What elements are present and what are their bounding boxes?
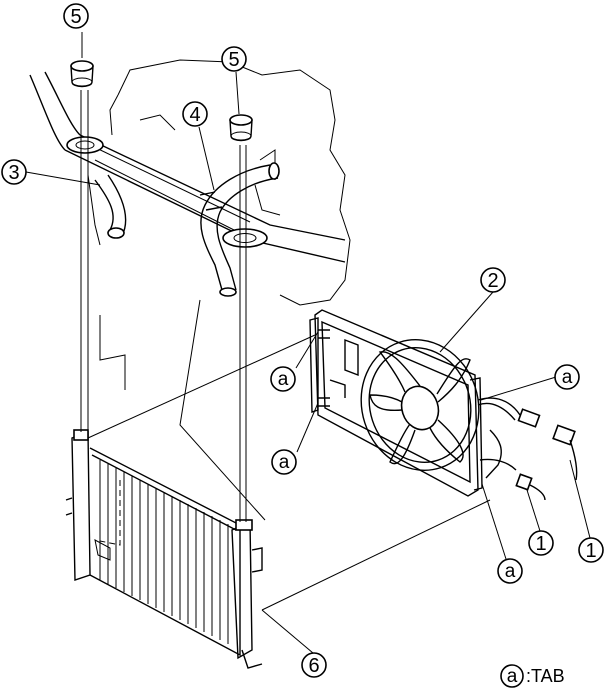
legend-text: :TAB <box>526 666 565 686</box>
tab-callout-upper-left-label: a <box>278 369 289 390</box>
legend: a :TAB <box>500 664 565 688</box>
tab-callout-lower-left: a <box>271 449 297 475</box>
callout-5-right: 5 <box>221 46 247 72</box>
cooling-fan-shroud <box>309 309 483 497</box>
engine-block <box>109 59 351 306</box>
leader-lines <box>25 32 591 654</box>
callout-6: 6 <box>301 652 327 678</box>
callout-3-label: 3 <box>8 162 19 184</box>
upper-mount-insulator-left <box>70 60 94 88</box>
callout-4-label: 4 <box>189 104 200 126</box>
callout-1-right: 1 <box>578 537 604 563</box>
assembly-guide-lines <box>80 90 491 611</box>
callout-5-left: 5 <box>63 3 89 29</box>
tab-callout-lower-left-label: a <box>279 452 290 473</box>
callout-3: 3 <box>1 159 27 185</box>
radiator <box>65 429 263 669</box>
callout-5-right-label: 5 <box>228 49 239 71</box>
upper-radiator-hose <box>199 162 280 297</box>
callout-1-right-label: 1 <box>585 540 596 562</box>
callout-1-left: 1 <box>528 530 554 556</box>
tab-callout-lower-right-label: a <box>505 561 516 582</box>
lower-hose-left <box>87 174 127 246</box>
tab-callout-upper-right: a <box>554 364 580 390</box>
tab-callout-upper-left: a <box>270 366 296 392</box>
callout-2-label: 2 <box>487 270 498 292</box>
callout-6-label: 6 <box>308 655 319 677</box>
callout-2: 2 <box>480 267 506 293</box>
legend-symbol: a <box>507 666 518 687</box>
radiator-core-fins <box>99 460 229 644</box>
upper-mount-insulator-right <box>229 114 253 142</box>
fan-wiring-harness <box>477 397 578 501</box>
upper-crossmember <box>29 71 346 263</box>
tab-callout-lower-right: a <box>497 558 523 584</box>
callout-1-left-label: 1 <box>535 533 546 555</box>
callout-5-left-label: 5 <box>70 6 81 28</box>
tab-callout-upper-right-label: a <box>562 367 573 388</box>
callout-4: 4 <box>182 101 208 127</box>
